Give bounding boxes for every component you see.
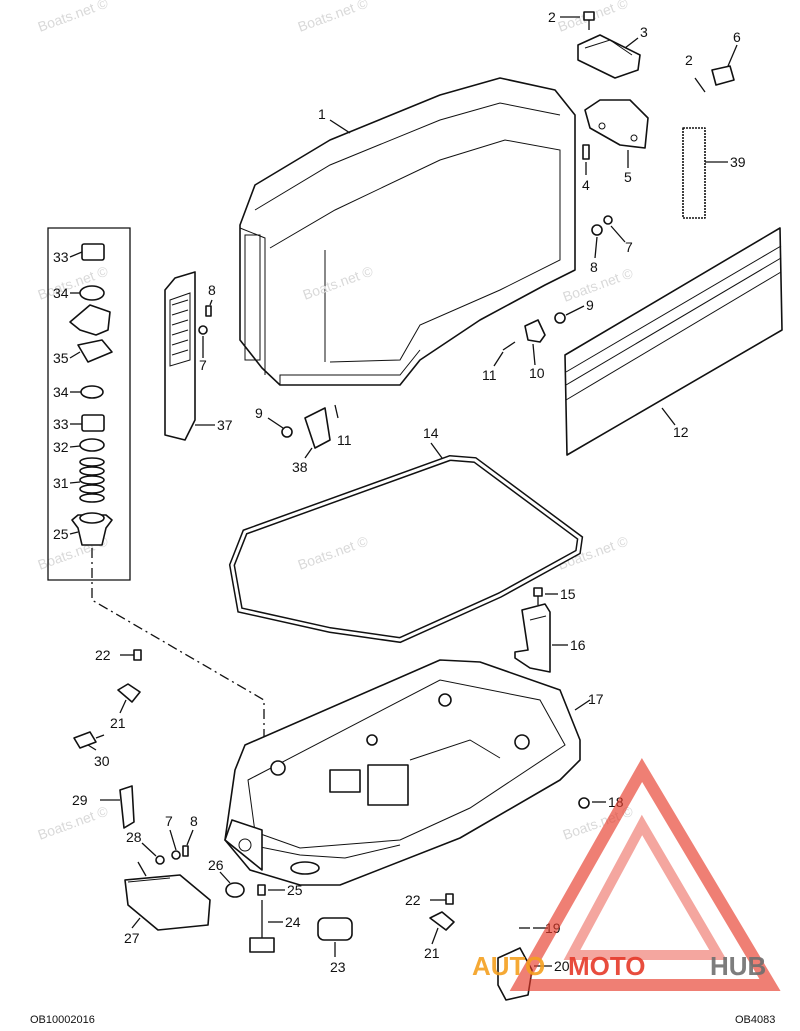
callout-2-right: 2 bbox=[685, 52, 693, 68]
brand-auto: AUTO bbox=[472, 951, 545, 981]
trim-strip-part bbox=[564, 227, 783, 456]
callout-9-right: 9 bbox=[586, 297, 594, 313]
callout-21-right: 21 bbox=[424, 945, 440, 961]
brand-moto: MOTO bbox=[568, 951, 646, 981]
callout-7-upper: 7 bbox=[625, 239, 633, 255]
callout-10: 10 bbox=[529, 365, 545, 381]
bracket-part-38 bbox=[281, 404, 339, 449]
callout-34-top: 34 bbox=[53, 285, 69, 301]
bottom-pan-part bbox=[224, 659, 581, 886]
gasket-part bbox=[228, 454, 584, 644]
callout-39: 39 bbox=[730, 154, 746, 170]
callout-7-side: 7 bbox=[199, 357, 207, 373]
callout-22-left: 22 bbox=[95, 647, 111, 663]
side-grille-part bbox=[164, 271, 196, 441]
callout-1: 1 bbox=[318, 106, 326, 122]
footer-right-code: OB4083 bbox=[735, 1014, 775, 1026]
watermark-text: Boats.net © bbox=[36, 0, 111, 35]
latch-bracket-part bbox=[577, 11, 641, 79]
watermark-text: Boats.net © bbox=[296, 532, 371, 572]
callout-8-upper: 8 bbox=[590, 259, 598, 275]
callout-24: 24 bbox=[285, 914, 301, 930]
callout-31: 31 bbox=[53, 475, 69, 491]
watermark-text: Boats.net © bbox=[556, 532, 631, 572]
callout-5: 5 bbox=[624, 169, 632, 185]
callout-33-bottom: 33 bbox=[53, 416, 69, 432]
decal-part-39 bbox=[682, 127, 706, 219]
callout-12: 12 bbox=[673, 424, 689, 440]
callout-14: 14 bbox=[423, 425, 439, 441]
callout-30: 30 bbox=[94, 753, 110, 769]
callout-28: 28 bbox=[126, 829, 142, 845]
latch-assembly-inset bbox=[47, 227, 131, 581]
callout-29: 29 bbox=[72, 792, 88, 808]
callout-22-right: 22 bbox=[405, 892, 421, 908]
callout-25-lower: 25 bbox=[287, 882, 303, 898]
callout-6: 6 bbox=[733, 29, 741, 45]
handle-part-27 bbox=[124, 861, 211, 931]
callout-11-right: 11 bbox=[482, 367, 497, 383]
bracket-part-10 bbox=[524, 319, 546, 343]
callout-33-top: 33 bbox=[53, 249, 69, 265]
brand-hub: HUB bbox=[710, 951, 766, 981]
callout-7-lower: 7 bbox=[165, 813, 173, 829]
callout-9-left: 9 bbox=[255, 405, 263, 421]
callout-34-bottom: 34 bbox=[53, 384, 69, 400]
bracket-part-16 bbox=[514, 603, 551, 673]
callout-21-left: 21 bbox=[110, 715, 126, 731]
stud-part-24 bbox=[249, 900, 275, 953]
callout-8-side: 8 bbox=[208, 282, 216, 298]
callout-4: 4 bbox=[582, 177, 590, 193]
callout-2-top: 2 bbox=[548, 9, 556, 25]
callout-16: 16 bbox=[570, 637, 586, 653]
callout-35: 35 bbox=[53, 350, 69, 366]
callout-11-left: 11 bbox=[337, 432, 352, 448]
callout-8-lower: 8 bbox=[190, 813, 198, 829]
callout-17: 17 bbox=[588, 691, 604, 707]
spring-part bbox=[79, 457, 105, 503]
callout-37: 37 bbox=[217, 417, 233, 433]
bracket-part-5 bbox=[584, 99, 649, 149]
callout-3: 3 bbox=[640, 24, 648, 40]
clip-part-6 bbox=[694, 65, 735, 93]
callout-26: 26 bbox=[208, 857, 224, 873]
callout-25-inset: 25 bbox=[53, 526, 69, 542]
callout-20: 20 bbox=[554, 958, 570, 974]
callout-23: 23 bbox=[330, 959, 346, 975]
callout-38: 38 bbox=[292, 459, 308, 475]
footer-left-code: OB10002016 bbox=[30, 1014, 95, 1026]
callout-27: 27 bbox=[124, 930, 140, 946]
watermark-text: Boats.net © bbox=[296, 0, 371, 35]
automotohub-logo: AUTO MOTO HUB bbox=[472, 758, 781, 991]
callout-32: 32 bbox=[53, 439, 69, 455]
callout-15: 15 bbox=[560, 586, 576, 602]
watermark-text: Boats.net © bbox=[36, 802, 111, 842]
motor-cover-part bbox=[239, 77, 576, 386]
